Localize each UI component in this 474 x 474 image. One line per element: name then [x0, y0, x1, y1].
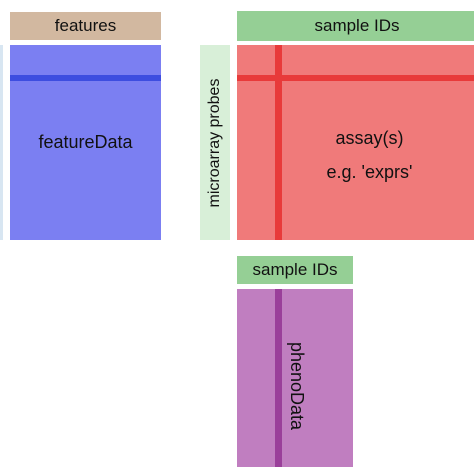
- assay-label: assay(s): [335, 128, 404, 148]
- left-edge-bar: [0, 45, 3, 240]
- pheno-data-block: [237, 289, 353, 467]
- assay-row-stripe: [237, 75, 474, 81]
- assay-column-stripe: [275, 45, 282, 240]
- microarray-probes-text: microarray probes: [206, 78, 223, 208]
- assay-sample-ids-header: sample IDs: [237, 11, 474, 41]
- microarray-probes-side-label: [200, 45, 230, 240]
- features-header: features: [10, 12, 161, 40]
- pheno-sample-ids-header: sample IDs: [237, 256, 353, 284]
- feature-data-label: featureData: [38, 132, 133, 152]
- pheno-column-stripe: [275, 289, 282, 467]
- feature-row-stripe: [10, 75, 161, 81]
- assay-example-label: e.g. 'exprs': [326, 162, 413, 182]
- pheno-data-label: phenoData: [287, 341, 307, 431]
